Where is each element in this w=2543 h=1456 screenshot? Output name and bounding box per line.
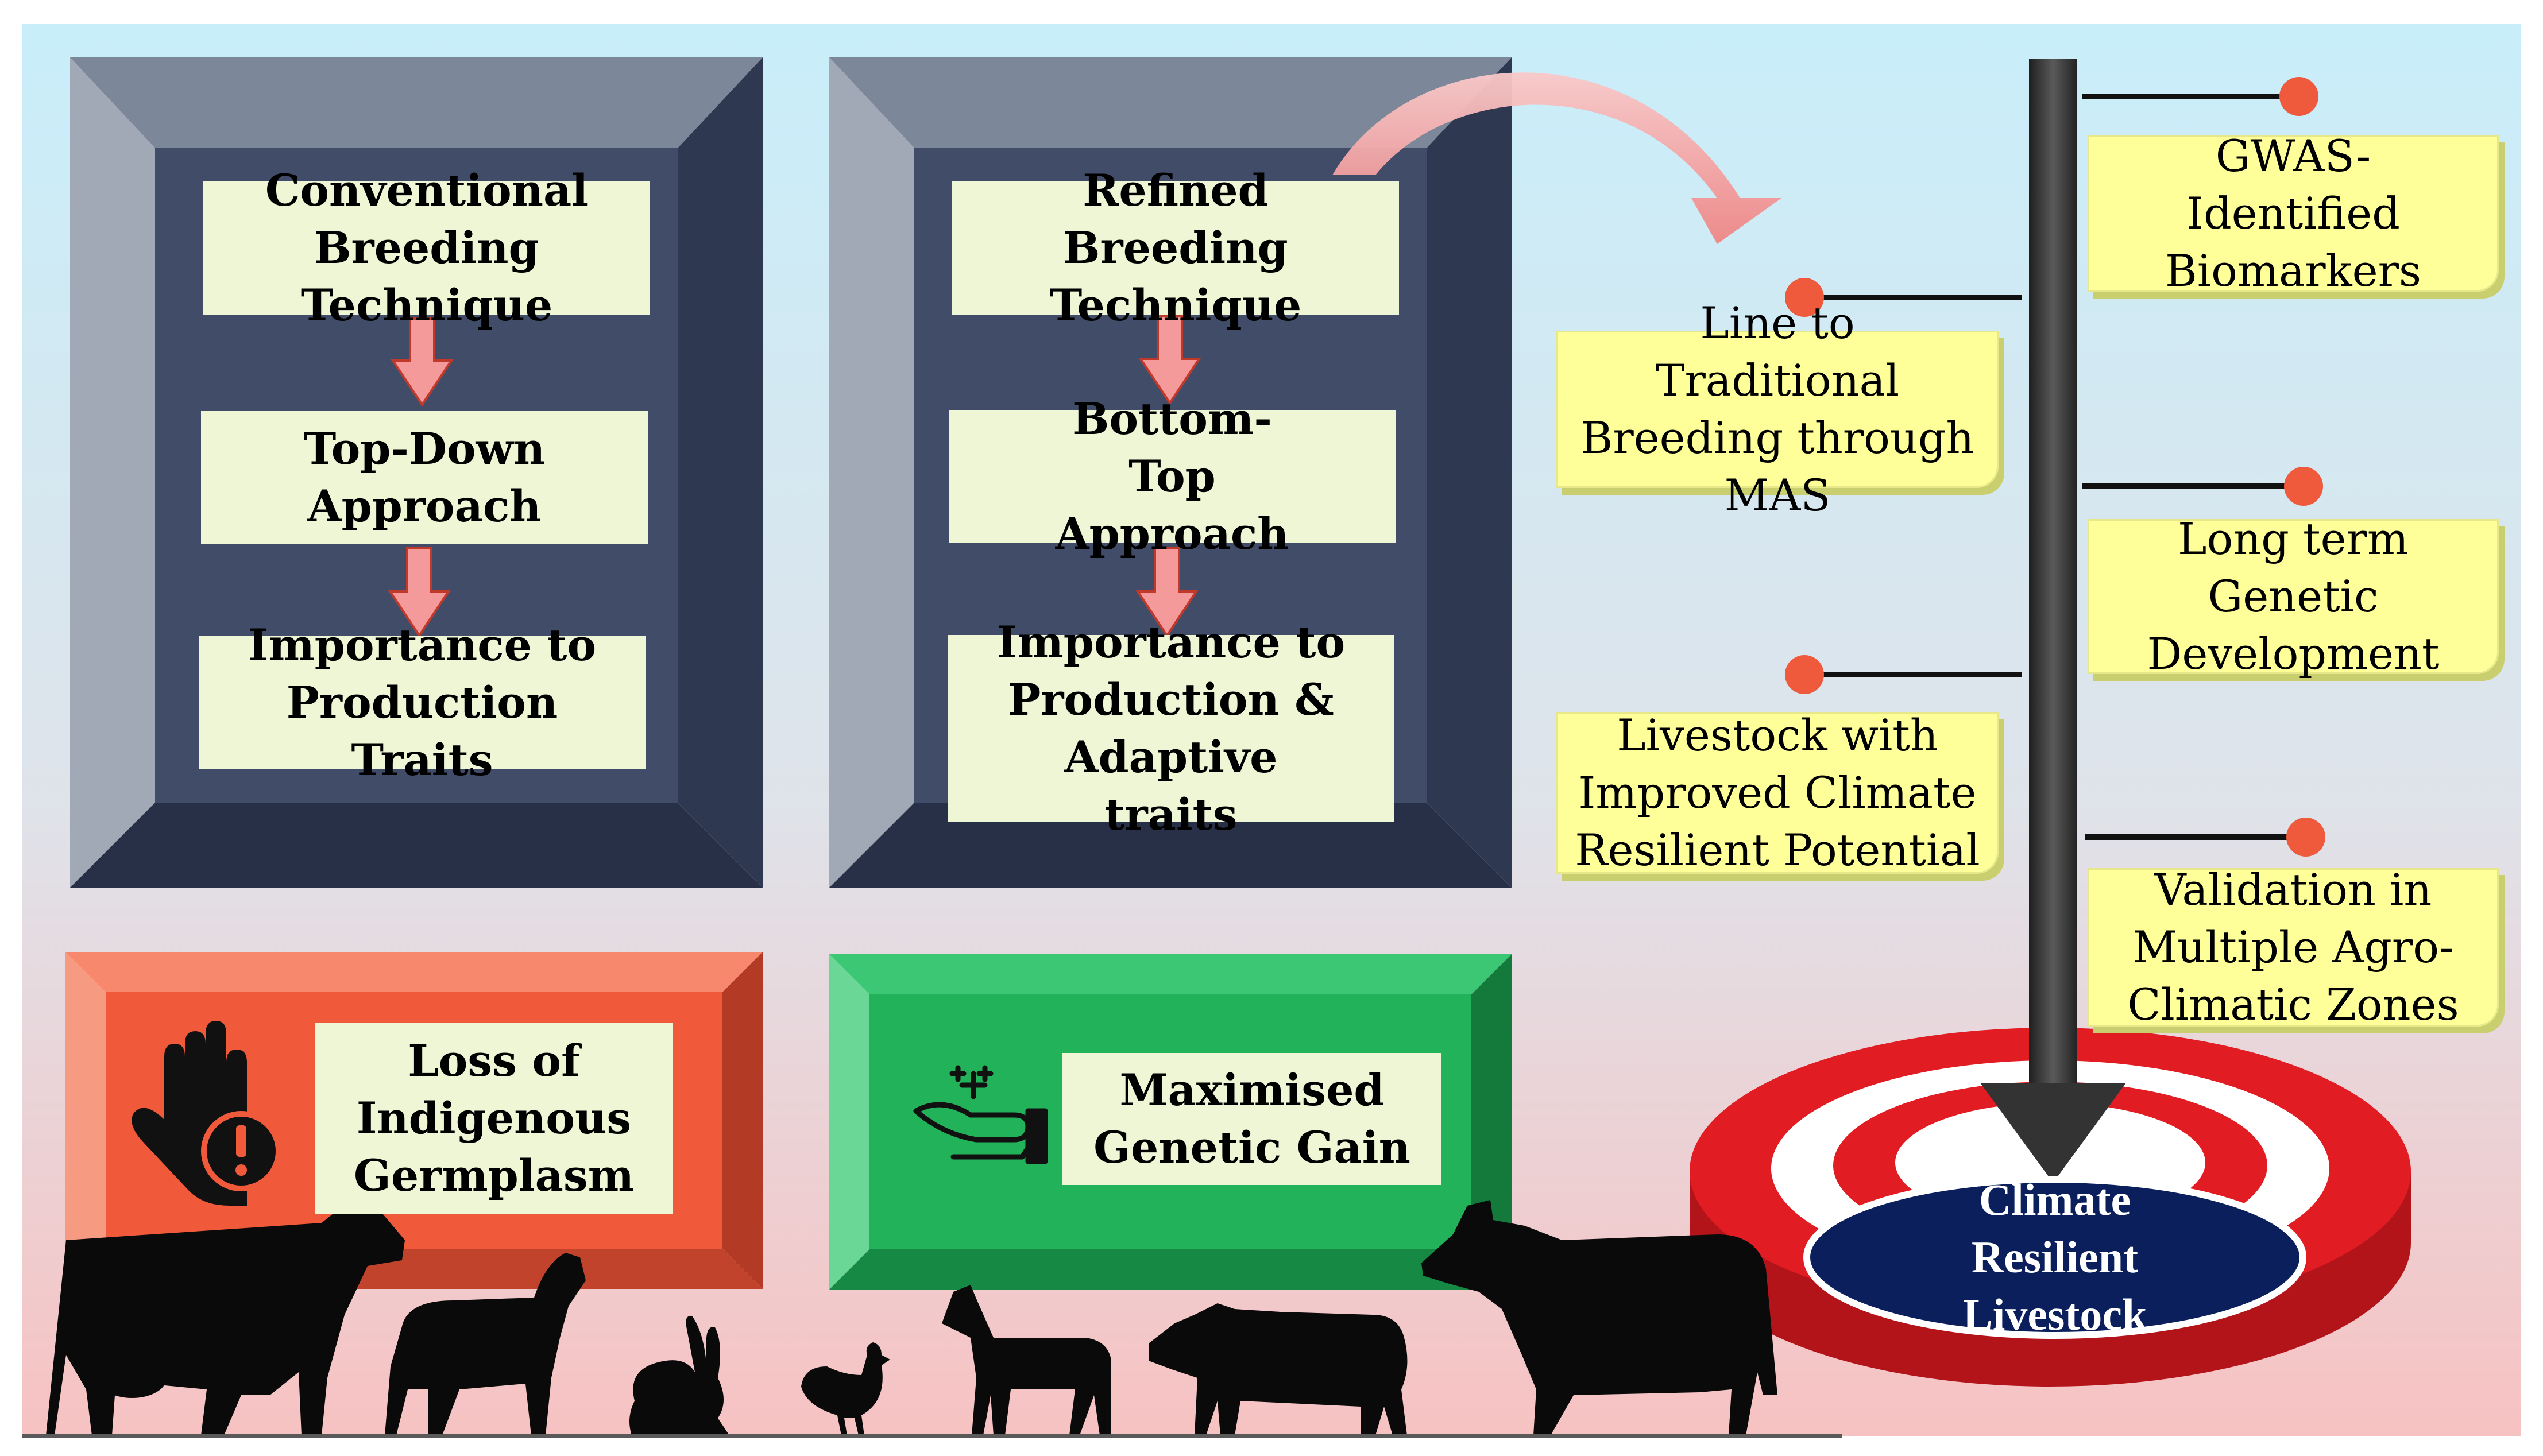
- lamb-icon: [385, 1253, 586, 1435]
- gain-label: Maximised Genetic Gain: [1062, 1053, 1441, 1185]
- loss-label: Loss of Indigenous Germplasm: [315, 1023, 673, 1214]
- hen-icon: [801, 1342, 890, 1435]
- down-arrow: [388, 547, 451, 638]
- conventional-title: Conventional Breeding Technique: [203, 165, 650, 331]
- conventional-focus: Importance to Production Traits: [199, 619, 646, 785]
- goat-icon: [942, 1285, 1111, 1435]
- refined-approach: Bottom-Top Approach: [949, 393, 1396, 559]
- rabbit-icon: [629, 1315, 729, 1435]
- down-arrow: [391, 317, 454, 407]
- timeline-dot: [1785, 77, 2325, 857]
- refined-title: Refined Breeding Technique: [952, 165, 1399, 331]
- conventional-approach: Top-Down Approach: [201, 411, 648, 544]
- cow-icon: [46, 1200, 405, 1435]
- refined-focus: Importance to Production & Adaptive trai…: [948, 617, 1394, 840]
- animal-silhouettes: [22, 1200, 1842, 1438]
- milestone-right-1: GWAS-Identified Biomarkers: [2088, 130, 2499, 296]
- ground-line: [22, 1434, 1842, 1438]
- milestone-left-2: Livestock with Improved Climate Resilien…: [1556, 710, 1999, 876]
- milestone-left-1: Line to Traditional Breeding through MAS: [1556, 297, 1999, 521]
- goal-oval: [1803, 1176, 2306, 1339]
- milestone-right-2: Long term Genetic Development: [2088, 513, 2499, 679]
- pig-icon: [1149, 1303, 1408, 1435]
- hand-sparkles-icon: [913, 1065, 1048, 1164]
- curved-arrow: [1332, 72, 1781, 244]
- stop-hand-warning-icon: [132, 1021, 281, 1206]
- timeline-arrow: [1980, 59, 2126, 1183]
- timeline-connectors: [1803, 94, 2300, 840]
- milestone-right-3: Validation in Multiple Agro-Climatic Zon…: [2088, 864, 2499, 1030]
- bull-icon: [1421, 1200, 1777, 1435]
- down-arrow: [1138, 315, 1201, 405]
- goal-label: Climate Resilient Livestock: [1962, 1175, 2147, 1339]
- down-arrow: [1135, 547, 1199, 638]
